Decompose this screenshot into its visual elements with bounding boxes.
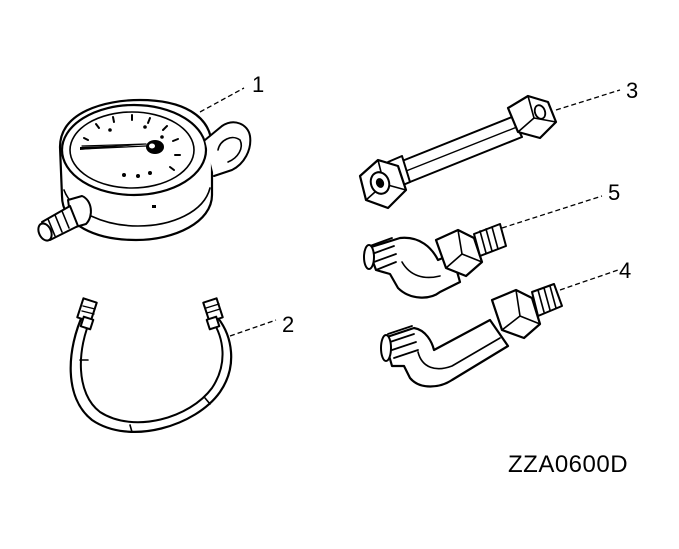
straight-adapter <box>358 94 558 210</box>
callout-4: 4 <box>619 258 631 283</box>
hose-assembly <box>69 297 233 433</box>
gauge-connector <box>37 195 92 242</box>
short-elbow <box>363 223 507 299</box>
callout-2: 2 <box>282 312 294 337</box>
figure-code: ZZA0600D <box>508 451 628 478</box>
hose-fitting-left <box>76 297 98 331</box>
pressure-gauge <box>37 98 252 242</box>
leader-lines <box>199 87 621 337</box>
callout-1: 1 <box>252 72 264 97</box>
long-elbow <box>380 283 563 388</box>
callout-5: 5 <box>608 180 620 205</box>
hose-fitting-right <box>202 297 224 331</box>
callout-3: 3 <box>626 78 638 103</box>
